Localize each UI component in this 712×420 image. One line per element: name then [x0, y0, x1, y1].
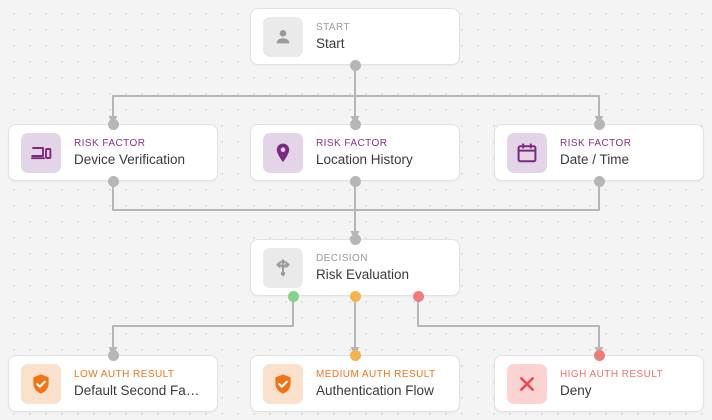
- node-kicker: RISK FACTOR: [560, 137, 632, 149]
- person-icon: [263, 16, 303, 57]
- branch-arrows-icon: [263, 247, 303, 288]
- node-kicker: RISK FACTOR: [74, 137, 146, 149]
- edge-risk-evaluation-to-high-auth-result: [417, 301, 604, 356]
- node-kicker: HIGH AUTH RESULT: [560, 368, 664, 380]
- node-title: Default Second Fact…: [74, 382, 205, 398]
- node-title: Date / Time: [560, 151, 630, 167]
- node-title: Device Verification: [74, 151, 186, 167]
- devices-icon: [21, 132, 61, 173]
- high-auth-result-input-port[interactable]: [593, 349, 605, 361]
- node-title: Start: [316, 35, 345, 51]
- date-time-input-port[interactable]: [593, 118, 605, 130]
- node-kicker: MEDIUM AUTH RESULT: [316, 368, 436, 380]
- node-kicker: START: [316, 21, 351, 33]
- risk-evaluation-high-port[interactable]: [412, 290, 424, 302]
- node-medium-auth-result[interactable]: MEDIUM AUTH RESULT Authentication Flow: [250, 355, 460, 412]
- calendar-icon: [507, 132, 547, 173]
- node-title: Authentication Flow: [316, 382, 434, 398]
- node-device-verification[interactable]: RISK FACTOR Device Verification: [8, 124, 218, 181]
- edge-start-to-device-verification: [108, 70, 356, 125]
- risk-evaluation-low-port[interactable]: [287, 290, 299, 302]
- shield-check-icon: [21, 363, 61, 404]
- node-kicker: RISK FACTOR: [316, 137, 388, 149]
- node-kicker: LOW AUTH RESULT: [74, 368, 175, 380]
- risk-evaluation-medium-port[interactable]: [349, 290, 361, 302]
- low-auth-result-input-port[interactable]: [107, 349, 119, 361]
- node-location-history[interactable]: RISK FACTOR Location History: [250, 124, 460, 181]
- node-title: Risk Evaluation: [316, 266, 410, 282]
- start-output-port[interactable]: [349, 59, 361, 71]
- node-start[interactable]: START Start: [250, 8, 460, 65]
- node-low-auth-result[interactable]: LOW AUTH RESULT Default Second Fact…: [8, 355, 218, 412]
- shield-check-icon: [263, 363, 303, 404]
- edge-risk-evaluation-to-low-auth-result: [108, 301, 294, 356]
- edge-date-time-to-risk-evaluation: [350, 186, 600, 240]
- device-verification-output-port[interactable]: [107, 175, 119, 187]
- edge-device-verification-to-risk-evaluation: [112, 186, 360, 240]
- risk-evaluation-input-port[interactable]: [349, 233, 361, 245]
- close-x-icon: [507, 363, 547, 404]
- node-risk-evaluation[interactable]: DECISION Risk Evaluation: [250, 239, 460, 296]
- node-high-auth-result[interactable]: HIGH AUTH RESULT Deny: [494, 355, 704, 412]
- edge-start-to-date-time: [354, 70, 604, 125]
- node-kicker: DECISION: [316, 252, 368, 264]
- node-date-time[interactable]: RISK FACTOR Date / Time: [494, 124, 704, 181]
- device-verification-input-port[interactable]: [107, 118, 119, 130]
- location-history-input-port[interactable]: [349, 118, 361, 130]
- medium-auth-result-input-port[interactable]: [349, 349, 361, 361]
- location-history-output-port[interactable]: [349, 175, 361, 187]
- map-pin-icon: [263, 132, 303, 173]
- date-time-output-port[interactable]: [593, 175, 605, 187]
- node-title: Deny: [560, 382, 592, 398]
- node-title: Location History: [316, 151, 413, 167]
